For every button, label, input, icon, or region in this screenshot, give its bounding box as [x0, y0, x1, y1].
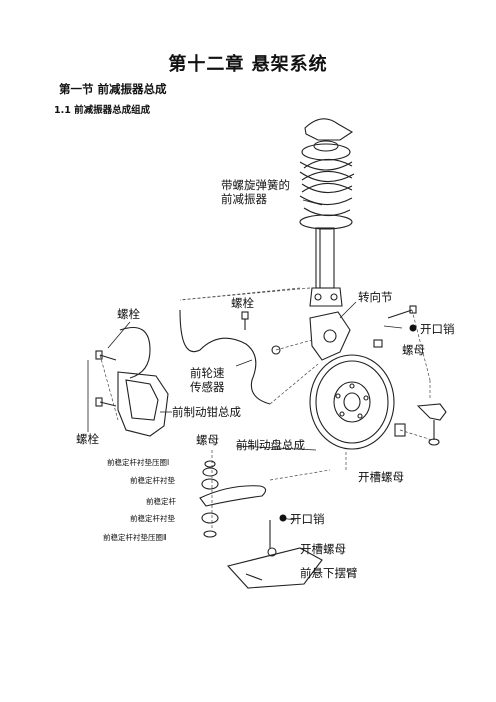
label-lower-arm: 前悬下摆臂 [300, 566, 358, 580]
label-nut-center: 螺母 [196, 433, 219, 447]
label-cotter-pin-lower: 开口销 [290, 512, 325, 526]
stabilizer-stack [199, 460, 267, 538]
castle-nut-right [394, 423, 406, 437]
caliper-bolt-upper [95, 350, 117, 361]
label-stabilizer-retainer-2: 前稳定杆衬垫压圈Ⅱ [103, 533, 167, 542]
caliper-bolt-lower [95, 397, 117, 407]
label-stabilizer-link: 前稳定杆 [146, 497, 176, 506]
tie-rod-end [416, 403, 447, 421]
label-stabilizer-bushing-upper: 前稳定杆衬垫 [130, 476, 175, 485]
spring-seat-upper [301, 143, 351, 161]
label-strut-with-spring: 带螺旋弹簧的 前减振器 [221, 178, 290, 206]
label-wheel-speed-sensor: 前轮速 传感器 [190, 366, 225, 394]
label-stabilizer-bushing-lower: 前稳定杆衬垫 [130, 514, 175, 523]
cotter-pin-marker-lower [279, 514, 287, 522]
label-castle-nut-lower: 开槽螺母 [300, 542, 346, 556]
label-brake-disc: 前制动盘总成 [236, 438, 305, 452]
brake-caliper [117, 371, 169, 437]
label-bolt-top: 螺栓 [231, 296, 254, 310]
suspension-exploded-diagram [87, 118, 447, 589]
label-brake-caliper: 前制动钳总成 [172, 405, 241, 419]
knuckle-bolt [387, 305, 417, 319]
steering-knuckle [309, 311, 351, 361]
label-bolt-lower-left: 螺栓 [76, 432, 99, 446]
strut-top-mount [304, 118, 354, 141]
label-cotter-pin-upper: 开口销 [420, 322, 455, 336]
cotter-pin-marker-upper [409, 324, 417, 332]
section-title: 第一节 前减振器总成 [59, 82, 167, 96]
page-title: 第十二章 悬架系统 [168, 54, 328, 75]
label-stabilizer-retainer-1: 前稳定杆衬垫压圈Ⅰ [107, 458, 170, 467]
shock-absorber-body [315, 227, 335, 289]
top-bolt [241, 311, 249, 330]
label-steering-knuckle: 转向节 [358, 290, 393, 304]
coil-spring [299, 158, 355, 217]
nut-right [373, 339, 383, 348]
label-bolt-upper-left: 螺栓 [117, 307, 140, 321]
subsection-title: 1.1 前减振器总成组成 [54, 105, 151, 116]
lower-arm [226, 547, 323, 589]
wheel-speed-sensor-cable [179, 309, 271, 405]
label-castle-nut-right: 开槽螺母 [358, 470, 404, 484]
brake-disc [309, 354, 395, 450]
stabilizer-link [199, 485, 267, 507]
label-nut-right: 螺母 [402, 343, 425, 357]
strut-bracket [309, 287, 343, 307]
